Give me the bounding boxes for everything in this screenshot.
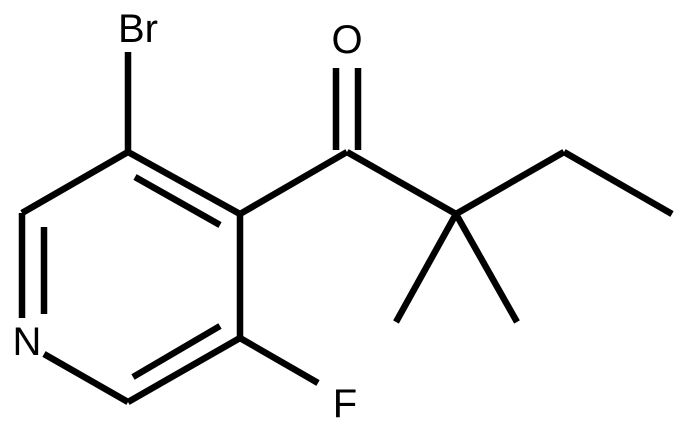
bond-c3-c4-inner xyxy=(133,174,222,228)
bond-c5-f xyxy=(238,335,320,386)
bond-quaternary-methyl-left xyxy=(393,212,459,324)
bond-c5-c6-inner xyxy=(131,323,222,380)
bond-carbonyl-quaternary xyxy=(345,149,458,217)
bond-c5-c6 xyxy=(126,335,242,405)
bond-quaternary-ch2 xyxy=(454,149,566,217)
bond-c4-carbonyl xyxy=(238,149,349,217)
nitrogen-label: N xyxy=(13,320,42,364)
fluorine-label: F xyxy=(333,382,357,426)
pyridine-ring xyxy=(18,52,320,405)
bond-ch2-ch3 xyxy=(562,149,674,217)
bond-c3-c4 xyxy=(126,149,242,217)
oxygen-label: O xyxy=(331,18,362,62)
bromine-label: Br xyxy=(118,7,158,51)
bond-quaternary-methyl-right xyxy=(453,212,520,324)
bond-c2-c3 xyxy=(20,149,130,216)
bond-c6-n xyxy=(42,351,130,405)
ketone-side-chain xyxy=(238,68,674,324)
